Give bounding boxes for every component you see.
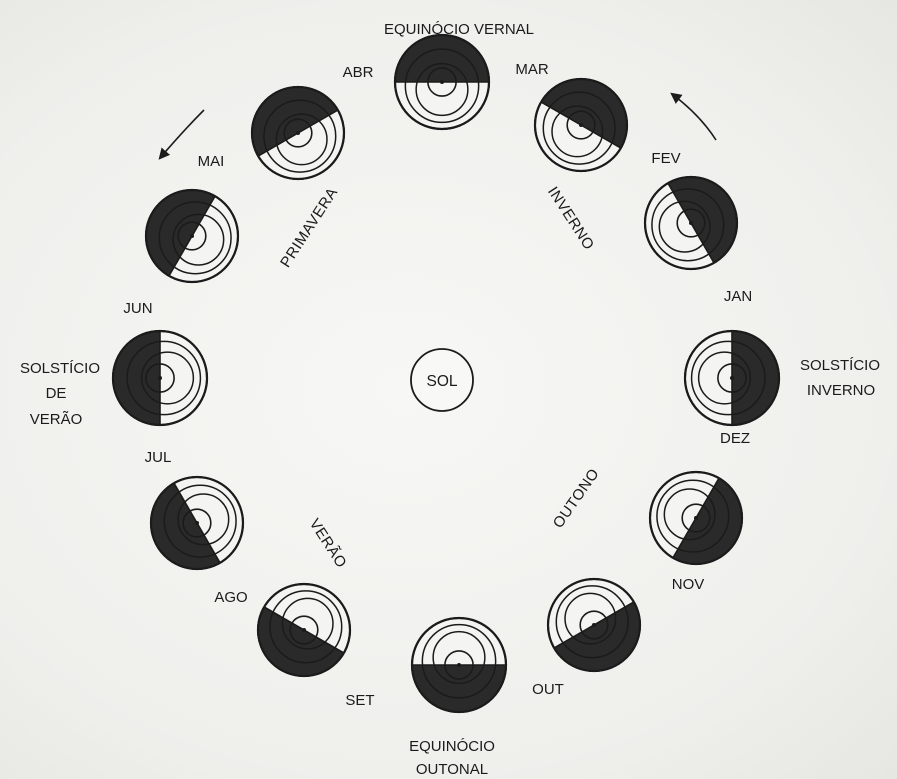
month-label-jan: JAN [724, 288, 752, 305]
month-label-nov: NOV [672, 576, 705, 593]
season-verao: VERÃO [306, 516, 350, 571]
earth-jun [113, 331, 207, 425]
month-label-dez: DEZ [720, 430, 750, 447]
label-equinocio-outonal-2: OUTONAL [416, 761, 488, 778]
label-solsticio-inverno-2: INVERNO [807, 382, 875, 399]
earth-out [548, 579, 640, 671]
earth-fev [645, 177, 737, 269]
earth-ago [258, 584, 350, 676]
earth-mai2 [252, 87, 344, 179]
earth-dez [685, 331, 779, 425]
direction-arrow-left [160, 110, 204, 158]
earth-jul [151, 477, 243, 569]
month-label-out: OUT [532, 681, 564, 698]
season-inverno: INVERNO [544, 184, 597, 254]
earth-night-side [395, 35, 489, 82]
month-label-mar: MAR [515, 61, 549, 78]
sun: SOL [411, 349, 473, 411]
earth-night-side [113, 331, 160, 425]
month-label-abr: ABR [343, 64, 374, 81]
label-solsticio-verao-3: VERÃO [30, 411, 83, 428]
month-label-jul: JUL [145, 449, 172, 466]
earth-night-side [412, 665, 506, 712]
label-equinocio-outonal-1: EQUINÓCIO [409, 738, 495, 755]
label-solsticio-verao-1: SOLSTÍCIO [20, 360, 100, 377]
month-label-jun: JUN [123, 300, 152, 317]
season-primavera: PRIMAVERA [277, 184, 341, 270]
month-label-ago: AGO [214, 589, 247, 606]
direction-arrow-right [672, 94, 716, 140]
earth-mai [146, 190, 238, 282]
month-label-set: SET [345, 692, 374, 709]
sun-label: SOL [426, 373, 457, 390]
label-solsticio-inverno-1: SOLSTÍCIO [800, 357, 880, 374]
label-equinocio-vernal: EQUINÓCIO VERNAL [384, 21, 534, 38]
earth-nov [650, 472, 742, 564]
earth-mar [535, 79, 627, 171]
month-label-mai: MAI [198, 153, 225, 170]
earth-set [412, 618, 506, 712]
label-solsticio-verao-2: DE [46, 385, 67, 402]
earth-night-side [732, 331, 779, 425]
earth-abr [395, 35, 489, 129]
month-label-fev: FEV [651, 150, 680, 167]
season-outono: OUTONO [550, 465, 603, 531]
